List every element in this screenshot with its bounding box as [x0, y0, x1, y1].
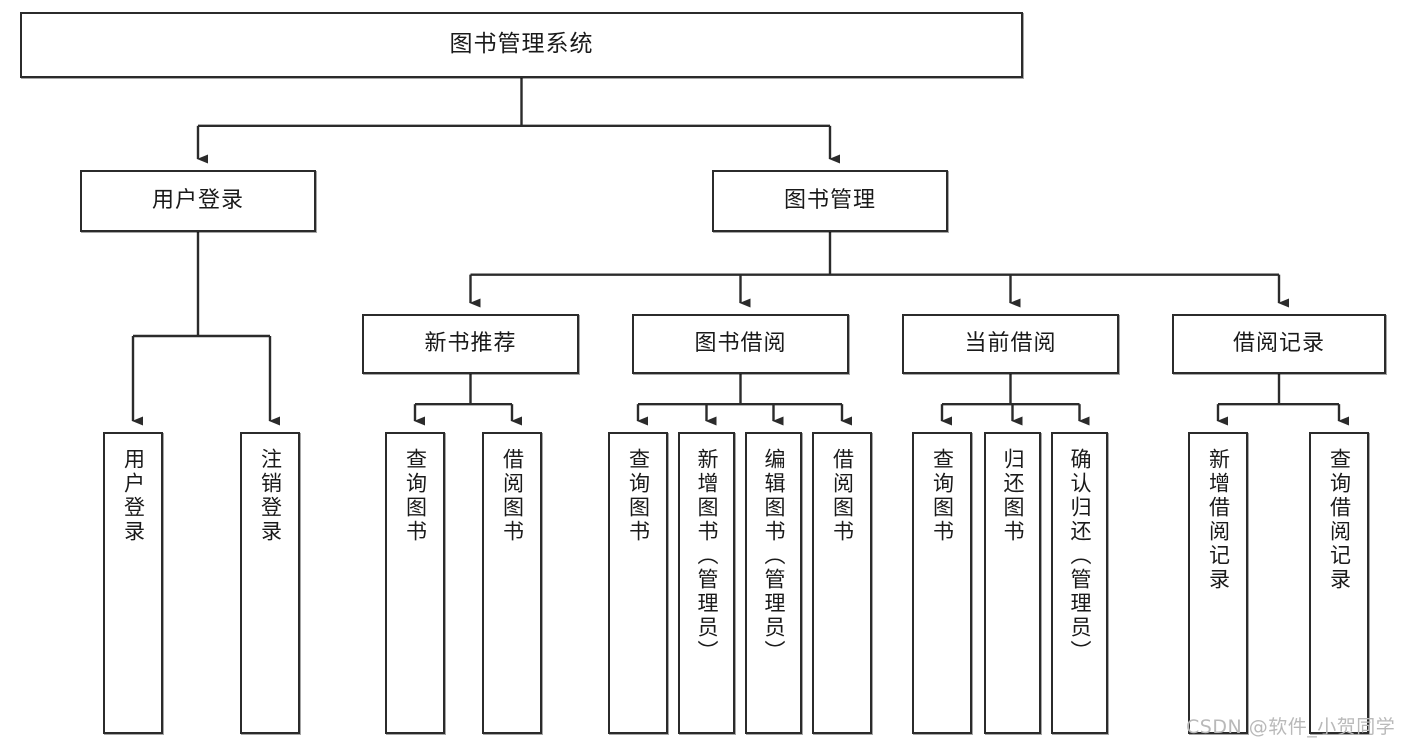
node-label: 新增借阅记录 [1206, 448, 1231, 592]
node-label: 新增图书（管理员） [695, 448, 720, 664]
node-label: 图书管理 [783, 188, 876, 214]
node-leaf-br-lend[interactable]: 借阅图书 [812, 432, 872, 734]
node-label: 确认归还（管理员） [1068, 448, 1093, 664]
node-leaf-br-edit[interactable]: 编辑图书（管理员） [745, 432, 802, 734]
node-label: 用户登录 [121, 448, 146, 544]
node-leaf-cur-query[interactable]: 查询图书 [912, 432, 972, 734]
node-leaf-rec-query[interactable]: 查询借阅记录 [1309, 432, 1369, 734]
node-label: 注销登录 [258, 448, 283, 544]
node-leaf-rec-add[interactable]: 新增借阅记录 [1188, 432, 1248, 734]
node-label: 新书推荐 [424, 331, 517, 357]
node-record[interactable]: 借阅记录 [1172, 314, 1386, 374]
node-label: 归还图书 [1001, 448, 1026, 544]
node-label: 借阅图书 [500, 448, 525, 544]
node-borrow[interactable]: 图书借阅 [632, 314, 849, 374]
node-label: 用户登录 [151, 188, 244, 214]
node-label: 查询借阅记录 [1327, 448, 1352, 592]
node-leaf-user-logout[interactable]: 注销登录 [240, 432, 300, 734]
node-label: 图书借阅 [694, 331, 787, 357]
node-label: 查询图书 [403, 448, 428, 544]
node-label: 查询图书 [626, 448, 651, 544]
node-label: 当前借阅 [964, 331, 1057, 357]
node-newbook[interactable]: 新书推荐 [362, 314, 579, 374]
node-root[interactable]: 图书管理系统 [20, 12, 1023, 78]
node-label: 图书管理系统 [449, 31, 594, 58]
node-label: 编辑图书（管理员） [762, 448, 787, 664]
node-leaf-br-add[interactable]: 新增图书（管理员） [678, 432, 735, 734]
node-current[interactable]: 当前借阅 [902, 314, 1119, 374]
node-leaf-br-query[interactable]: 查询图书 [608, 432, 668, 734]
node-leaf-cur-return[interactable]: 归还图书 [984, 432, 1041, 734]
node-label: 查询图书 [930, 448, 955, 544]
node-label: 借阅记录 [1232, 331, 1325, 357]
node-bookmgmt[interactable]: 图书管理 [712, 170, 948, 232]
node-leaf-cur-confirm[interactable]: 确认归还（管理员） [1051, 432, 1108, 734]
node-login[interactable]: 用户登录 [80, 170, 316, 232]
node-leaf-user-login[interactable]: 用户登录 [103, 432, 163, 734]
node-leaf-nb-query[interactable]: 查询图书 [385, 432, 445, 734]
node-leaf-nb-borrow[interactable]: 借阅图书 [482, 432, 542, 734]
node-label: 借阅图书 [830, 448, 855, 544]
